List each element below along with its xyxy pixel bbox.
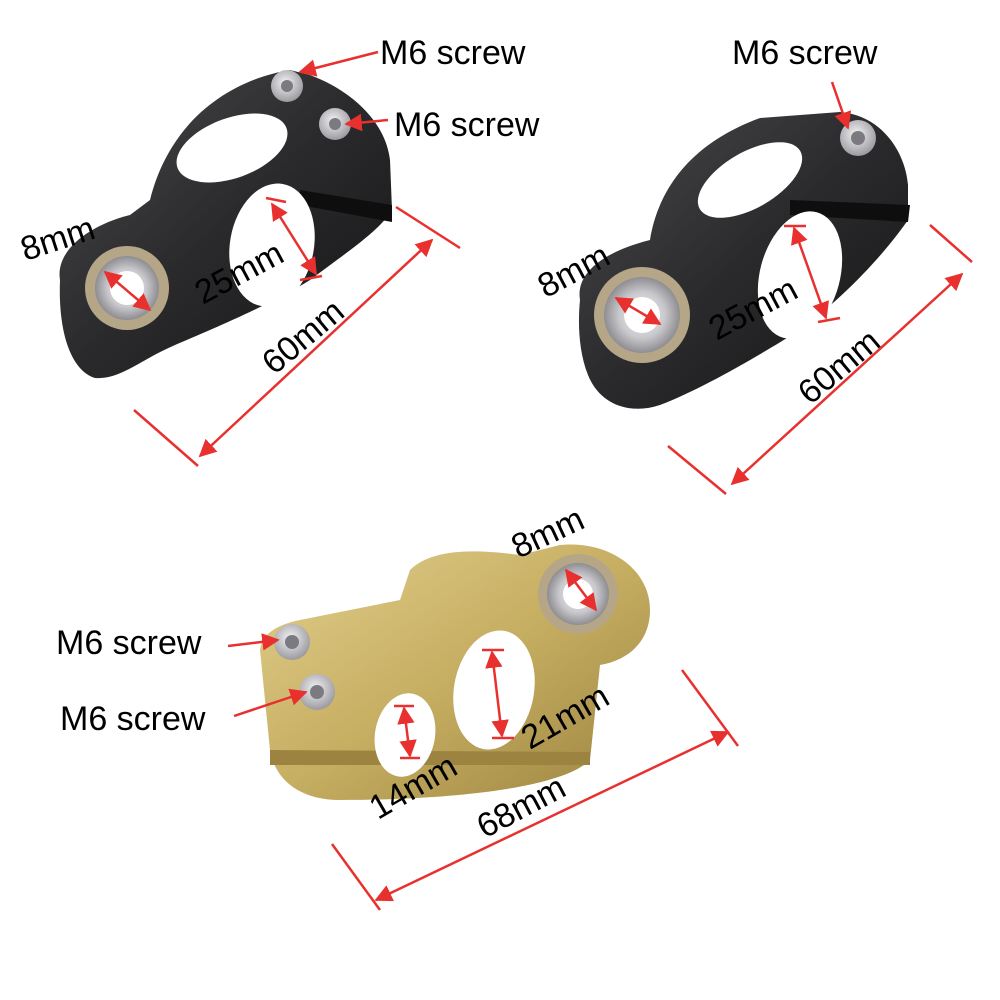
m6-screw-label: M6 screw bbox=[380, 34, 526, 72]
dimension-lines bbox=[103, 50, 973, 911]
m6-screw-label: M6 screw bbox=[394, 106, 540, 144]
m6-screw-label: M6 screw bbox=[732, 34, 878, 72]
gold-clamp bbox=[260, 544, 650, 800]
black-clamp-left bbox=[59, 70, 392, 379]
m6-screw-label: M6 screw bbox=[60, 700, 206, 738]
m6-screw-label: M6 screw bbox=[56, 624, 202, 662]
